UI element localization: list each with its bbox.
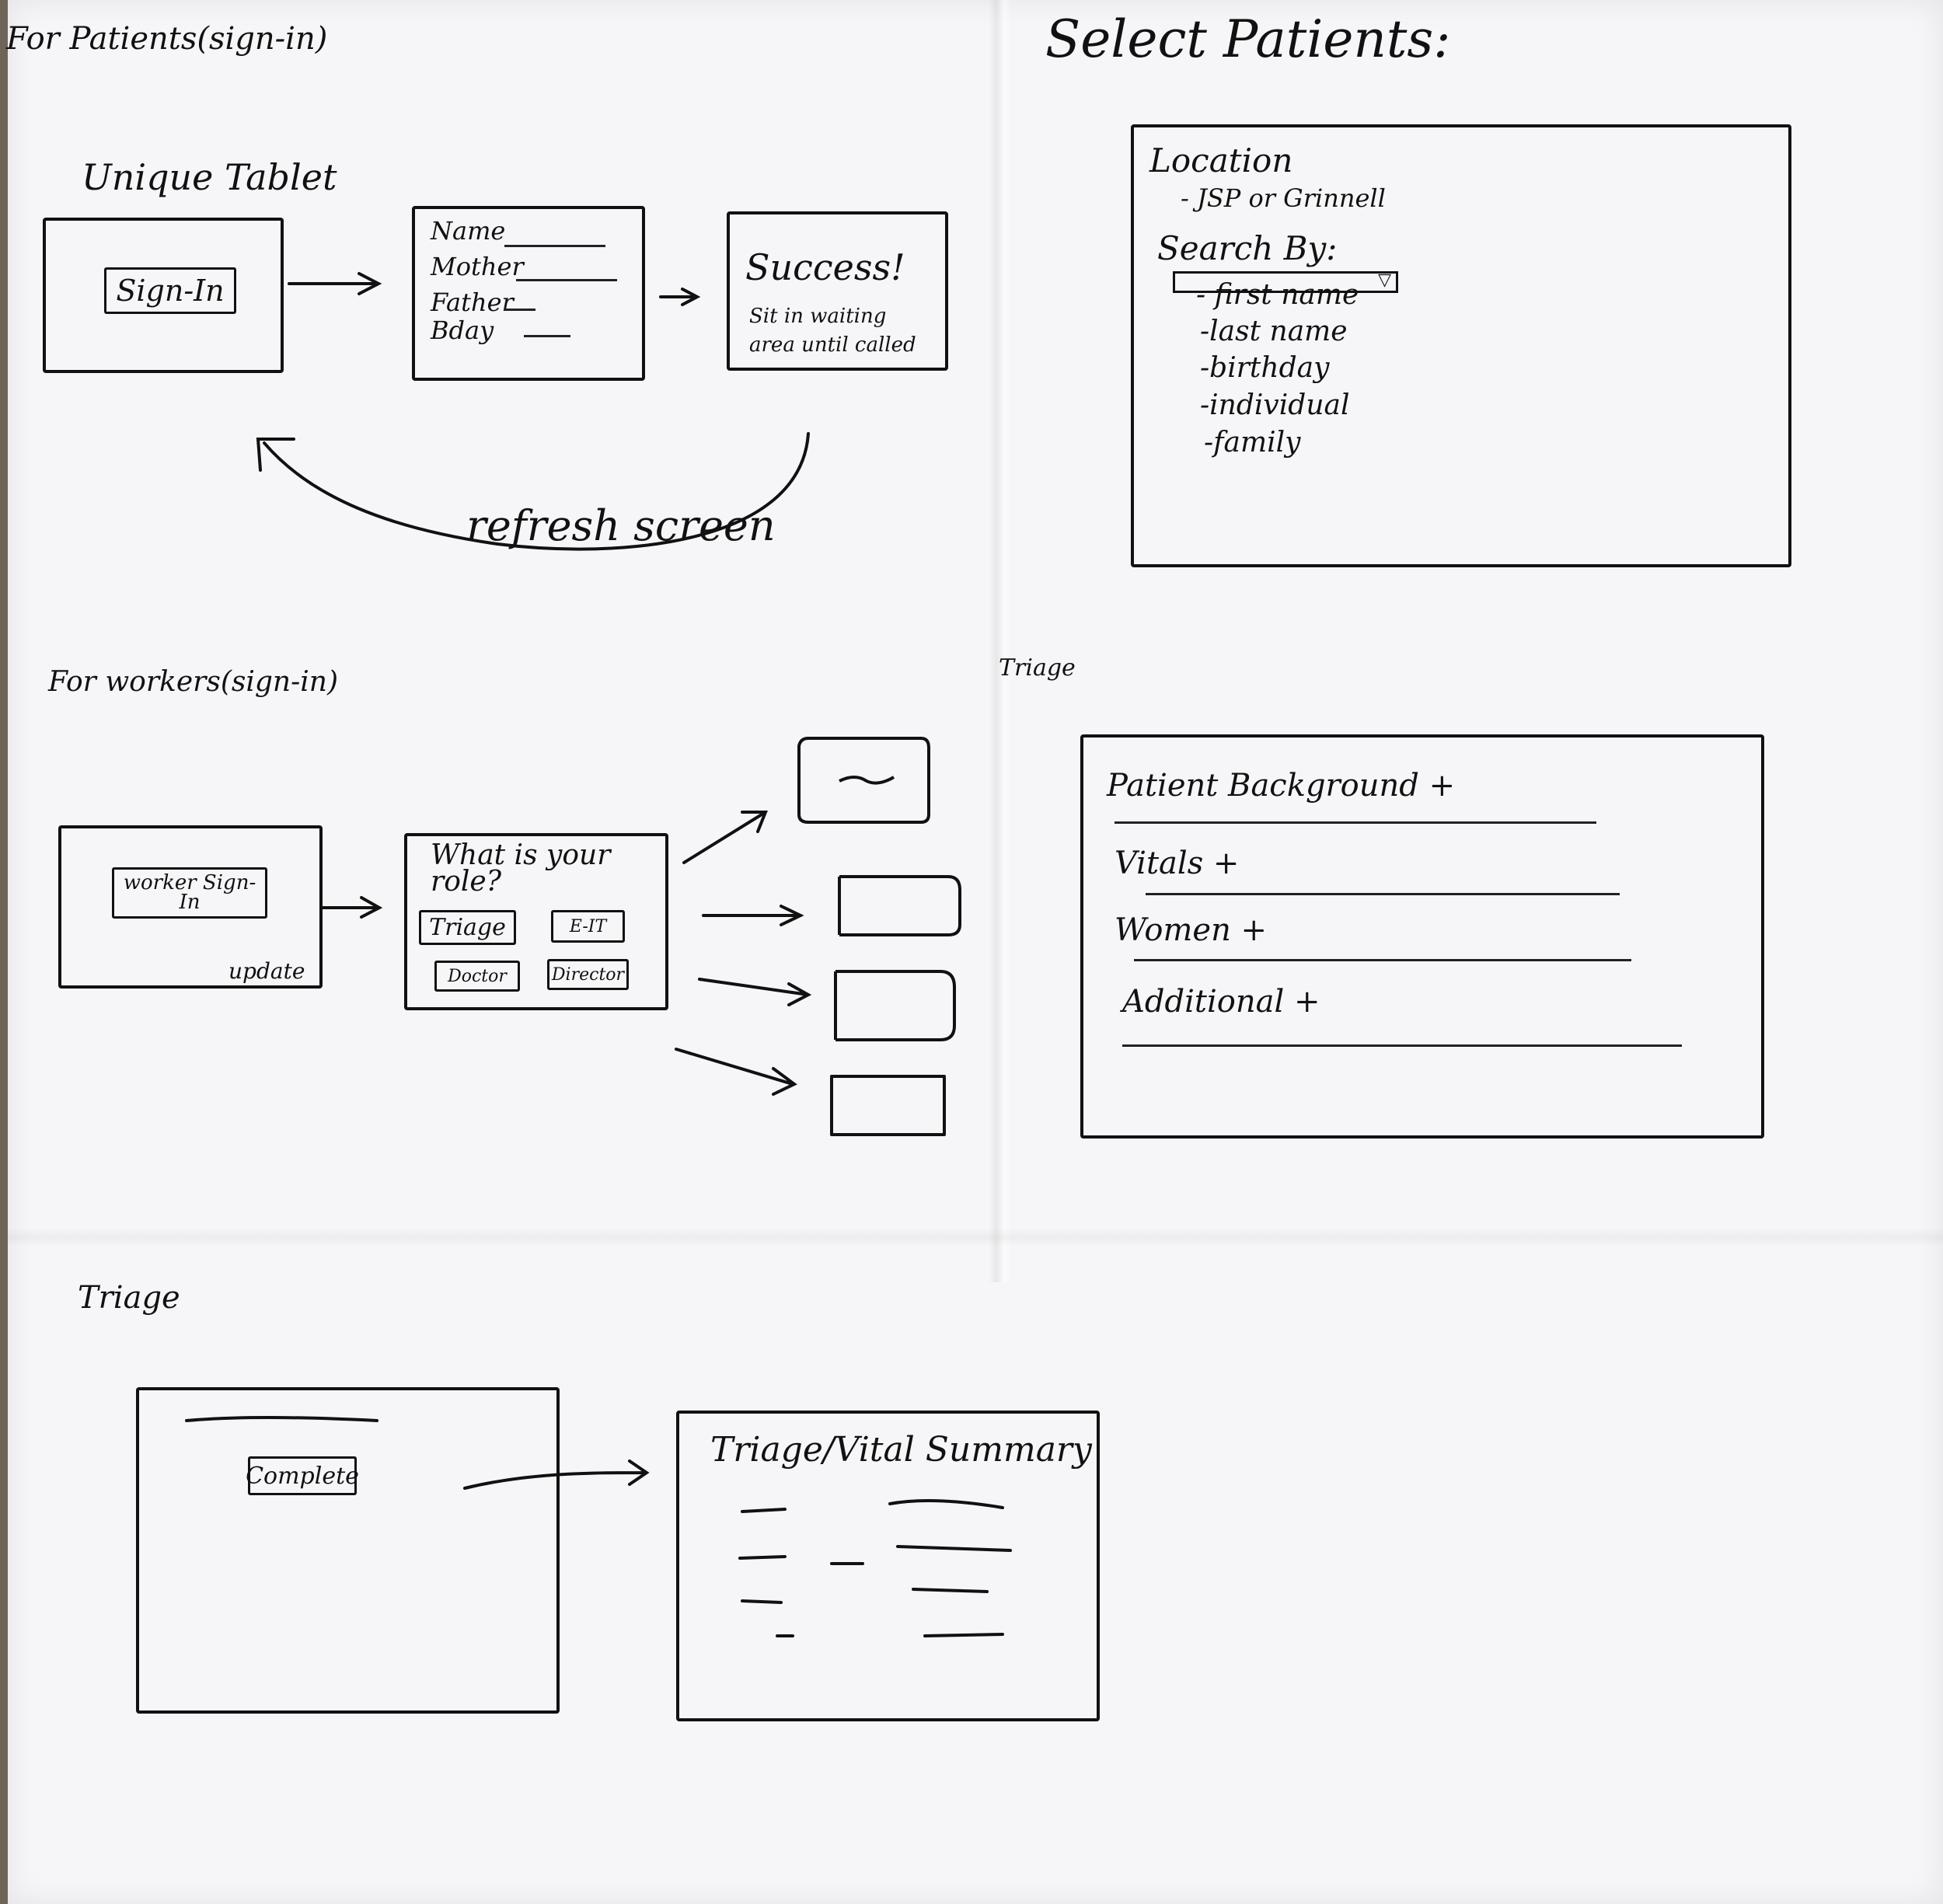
divider-1: [1115, 821, 1596, 824]
search-option-family[interactable]: -family: [1204, 427, 1301, 459]
success-title: Success!: [745, 246, 905, 288]
search-by-dropdown[interactable]: ▽: [1173, 270, 1398, 293]
triage-panel-screen: Patient Background + Vitals + Women + Ad…: [1080, 734, 1764, 1139]
triage-form-screen: Complete: [136, 1387, 560, 1714]
form-field-mother-line: [516, 279, 617, 281]
patients-section-heading: For Patients(sign-in): [6, 21, 328, 57]
triage-bottom-title: Triage: [78, 1280, 180, 1316]
worker-signin-button[interactable]: worker Sign-In: [112, 867, 267, 919]
form-field-bday: Bday: [431, 316, 494, 345]
patient-form-screen: Name Mother Father Bday: [412, 206, 645, 381]
arrow-signin-to-form: [288, 272, 382, 295]
success-screen: Success! Sit in waiting area until calle…: [727, 211, 948, 371]
arrow-role-to-screen-1: [682, 811, 768, 864]
success-line-1: Sit in waiting: [749, 305, 887, 328]
tablet-signin-screen: Sign-In: [43, 218, 284, 373]
sketch-paper: [8, 0, 1943, 1904]
select-patients-title: Select Patients:: [1045, 9, 1451, 69]
triage-summary-screen: Triage/Vital Summary: [676, 1411, 1100, 1721]
location-value[interactable]: - JSP or Grinnell: [1181, 183, 1386, 213]
location-label: Location: [1149, 141, 1293, 180]
role-screen-4: [830, 1075, 946, 1136]
form-field-name: Name: [431, 216, 506, 246]
select-patients-screen: Location - JSP or Grinnell Search By: ▽ …: [1131, 124, 1791, 567]
role-screen-1: [797, 737, 930, 824]
divider-2: [1146, 893, 1620, 895]
arrow-role-to-screen-4: [675, 1048, 797, 1096]
search-option-first-name[interactable]: - first name: [1196, 279, 1359, 311]
summary-title: Triage/Vital Summary: [710, 1430, 1092, 1470]
summary-scribble: [738, 1499, 1012, 1637]
divider-3: [1134, 959, 1631, 961]
search-option-individual[interactable]: -individual: [1200, 389, 1350, 421]
triangle-down-icon: ▽: [1378, 270, 1391, 290]
role-question: What is your role?: [431, 839, 611, 898]
role-triage-button[interactable]: Triage: [419, 910, 516, 945]
divider-4: [1122, 1044, 1682, 1047]
workers-section-heading: For workers(sign-in): [48, 666, 339, 698]
section-patient-background[interactable]: Patient Background +: [1107, 768, 1456, 804]
paper-fold-vertical: [989, 0, 1012, 1282]
refresh-screen-label: refresh screen: [466, 501, 776, 550]
role-screen-3: [835, 970, 956, 1041]
arrow-form-to-success: [659, 288, 701, 306]
form-field-father: Father: [431, 288, 514, 317]
search-option-birthday[interactable]: -birthday: [1200, 352, 1330, 384]
paper-fold-horizontal: [8, 1228, 1943, 1247]
section-women[interactable]: Women +: [1115, 912, 1268, 948]
role-doctor-button[interactable]: Doctor: [434, 961, 520, 992]
form-field-bday-line: [524, 335, 570, 337]
success-line-2: area until called: [749, 333, 916, 357]
arrow-refresh-screen: [256, 432, 810, 551]
search-option-last-name[interactable]: -last name: [1200, 316, 1348, 347]
arrow-worker-signin-to-role: [321, 896, 383, 919]
worker-signin-screen: worker Sign-In update: [58, 825, 323, 989]
update-link[interactable]: update: [228, 958, 305, 984]
role-director-button[interactable]: Director: [547, 959, 629, 990]
signin-button[interactable]: Sign-In: [104, 267, 236, 314]
role-eit-button[interactable]: E-IT: [551, 910, 625, 943]
triage-screen-scribble: [185, 1416, 378, 1422]
section-additional[interactable]: Additional +: [1122, 984, 1320, 1020]
form-field-father-line: [504, 309, 535, 311]
role-screen-2: [839, 875, 961, 936]
section-vitals[interactable]: Vitals +: [1115, 846, 1240, 881]
arrow-role-to-screen-3: [698, 978, 812, 1006]
arrow-role-to-screen-2: [702, 905, 804, 926]
role-screen-1-squiggle: [839, 776, 895, 785]
triage-panel-title: Triage: [999, 654, 1076, 682]
form-field-mother: Mother: [431, 252, 524, 281]
tablet-label: Unique Tablet: [82, 156, 337, 198]
search-by-label: Search By:: [1157, 229, 1338, 267]
complete-button[interactable]: Complete: [246, 1456, 359, 1495]
role-select-screen: What is your role? Triage E-IT Doctor Di…: [404, 833, 668, 1010]
form-field-name-line: [504, 245, 605, 247]
